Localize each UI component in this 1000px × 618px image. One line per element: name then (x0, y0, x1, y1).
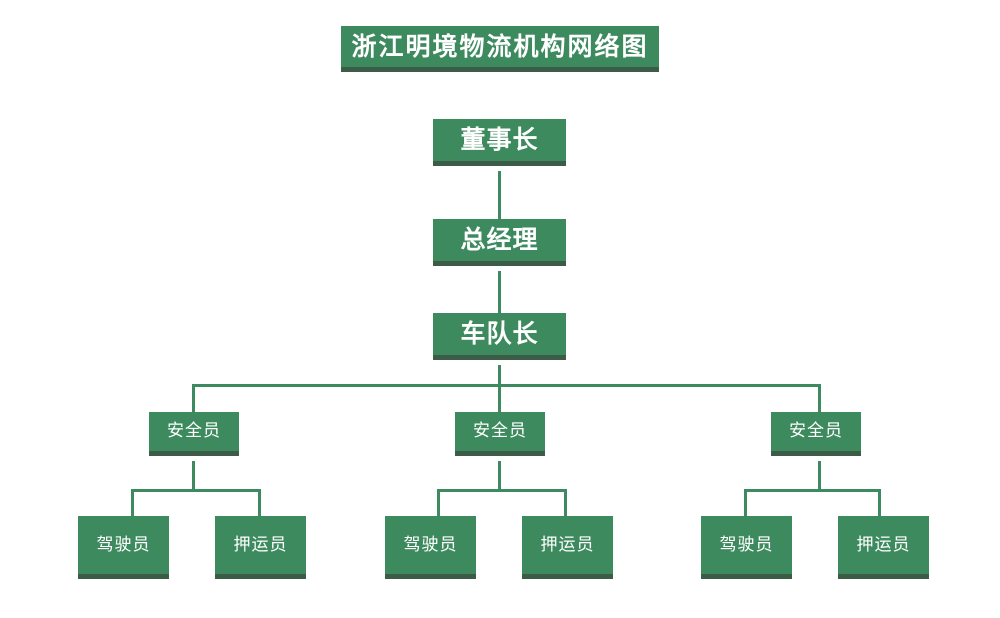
connector-safety-2-bus (437, 489, 567, 492)
node-escort-2-label: 押运员 (540, 534, 595, 555)
node-escort-2[interactable]: 押运员 (522, 516, 613, 579)
connector-safety-3-stem (818, 461, 821, 489)
connector-safety-1-bus (131, 489, 261, 492)
node-safety-officer-2[interactable]: 安全员 (455, 412, 545, 456)
node-driver-3-label: 驾驶员 (719, 534, 774, 555)
node-fleet-captain[interactable]: 车队长 (433, 313, 566, 360)
node-driver-3[interactable]: 驾驶员 (701, 516, 792, 579)
node-chairman[interactable]: 董事长 (433, 119, 566, 166)
connector-drop-driver-3 (744, 489, 747, 517)
node-driver-2-label: 驾驶员 (403, 534, 458, 555)
connector-drop-escort-1 (258, 489, 261, 517)
node-safety-officer-1[interactable]: 安全员 (149, 412, 239, 456)
node-driver-2[interactable]: 驾驶员 (385, 516, 476, 579)
node-driver-1[interactable]: 驾驶员 (78, 516, 169, 579)
node-fleet-captain-label: 车队长 (460, 319, 539, 349)
node-safety-officer-3[interactable]: 安全员 (771, 412, 861, 456)
node-general-manager[interactable]: 总经理 (433, 219, 566, 266)
node-chairman-label: 董事长 (460, 125, 539, 155)
node-escort-3-label: 押运员 (856, 534, 911, 555)
chart-title-banner: 浙江明境物流机构网络图 (341, 26, 659, 72)
connector-drop-escort-2 (564, 489, 567, 517)
connector-drop-escort-3 (878, 489, 881, 517)
node-safety-officer-1-label: 安全员 (167, 421, 221, 442)
connector-safety-3-bus (744, 489, 881, 492)
connector-safety-2-stem (498, 461, 501, 489)
connector-drop-driver-2 (437, 489, 440, 517)
connector-safety-1-stem (192, 461, 195, 489)
connector-drop-driver-1 (131, 489, 134, 517)
connector-drop-safety-1 (192, 384, 195, 412)
node-escort-3[interactable]: 押运员 (838, 516, 929, 579)
connector-gm-to-fleet-captain (498, 271, 501, 313)
connector-drop-safety-3 (818, 384, 821, 412)
node-safety-officer-3-label: 安全员 (789, 421, 843, 442)
connector-chairman-to-gm (498, 171, 501, 219)
connector-fleet-captain-stem (498, 365, 501, 384)
node-safety-officer-2-label: 安全员 (473, 421, 527, 442)
node-escort-1-label: 押运员 (233, 534, 288, 555)
connector-safety-bus (192, 384, 821, 387)
node-driver-1-label: 驾驶员 (96, 534, 151, 555)
node-general-manager-label: 总经理 (460, 225, 539, 255)
node-escort-1[interactable]: 押运员 (215, 516, 306, 579)
chart-title-text: 浙江明境物流机构网络图 (351, 31, 649, 61)
connector-drop-safety-2 (498, 384, 501, 412)
